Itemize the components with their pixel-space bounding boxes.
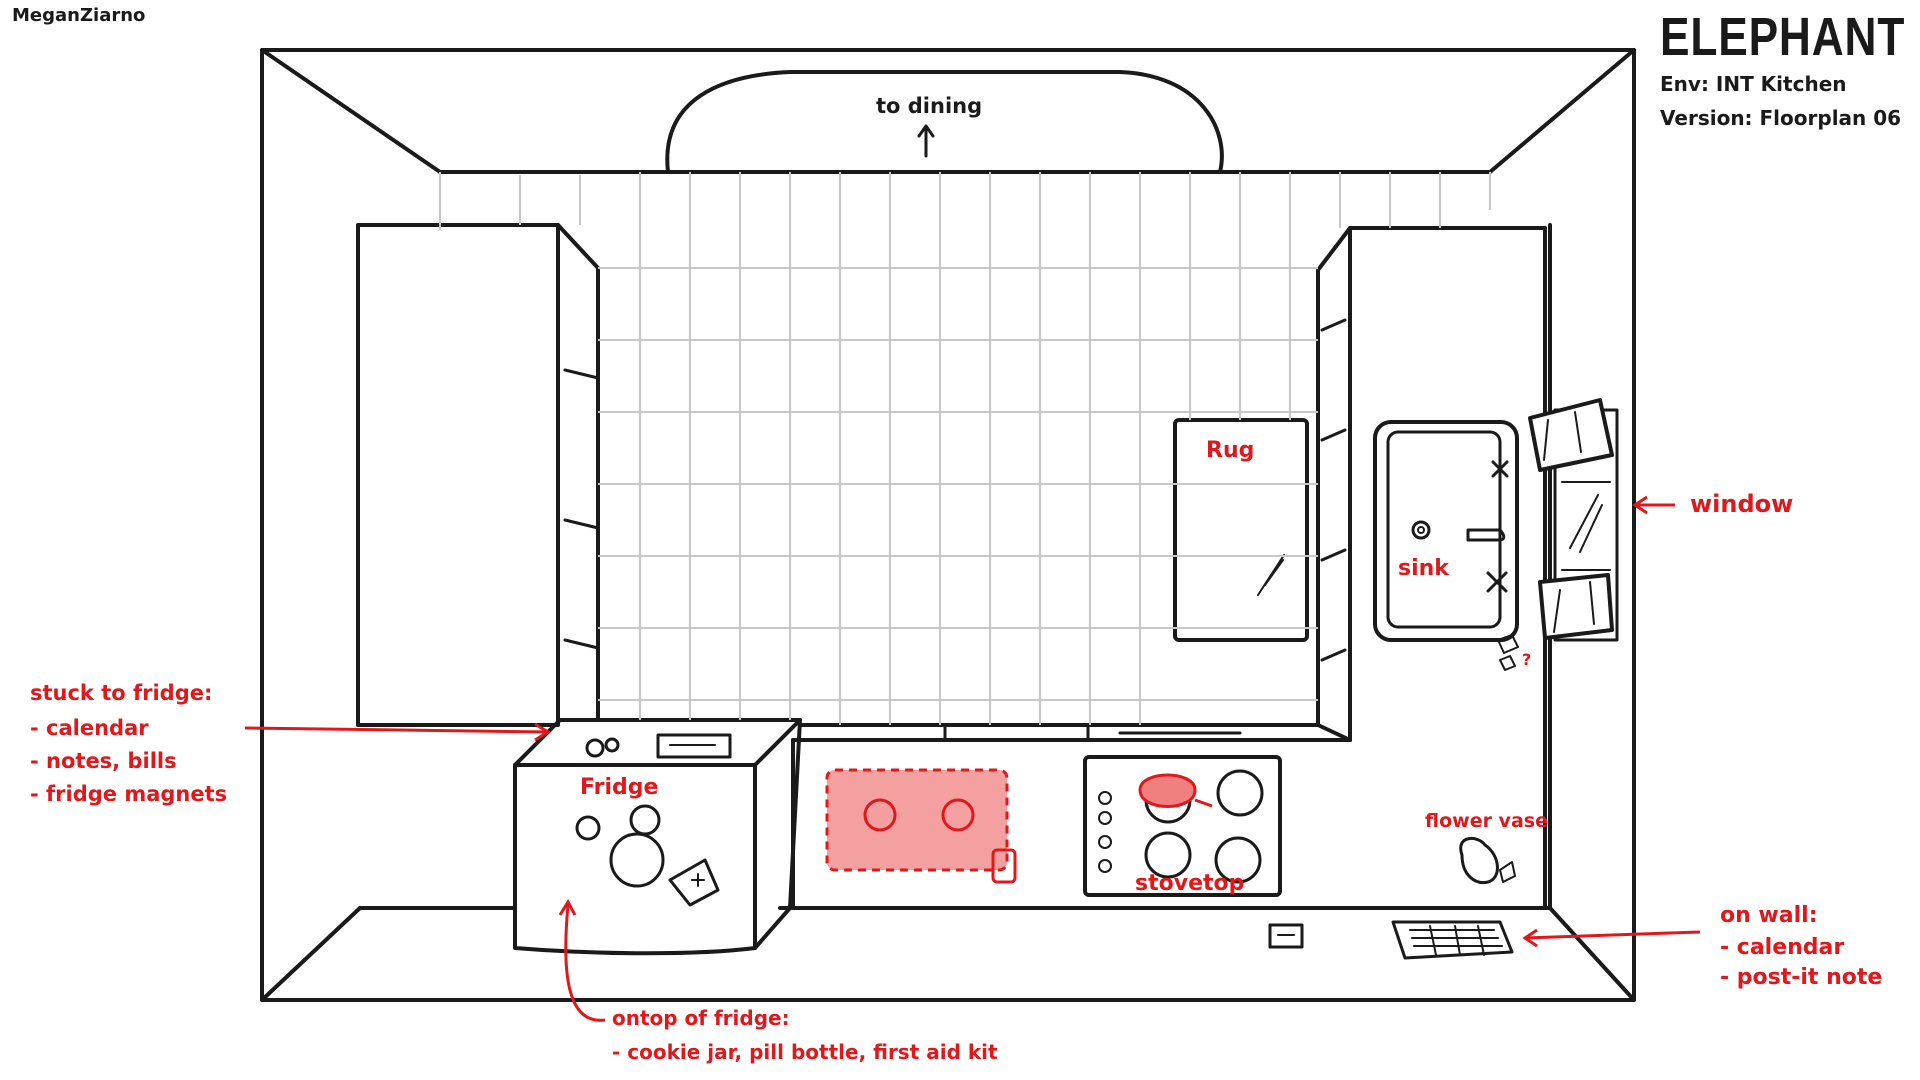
wall-calendar <box>1391 920 1514 960</box>
project-title: ELEPHANT <box>1660 7 1906 67</box>
stovetop-pot <box>1138 773 1197 808</box>
version-label: Version: Floorplan 06 <box>1660 106 1902 130</box>
window <box>1528 398 1619 642</box>
red-annotations <box>244 495 1701 1022</box>
arrow-on-wall <box>1522 928 1701 948</box>
rug-label: Rug <box>1206 438 1255 463</box>
room-outer-frame <box>260 48 1636 1002</box>
back-wall <box>260 48 1636 1002</box>
ontop-of-fridge-title: ontop of fridge: <box>612 1006 790 1030</box>
arrow-stuck-to-fridge <box>244 722 551 742</box>
fridge-label: Fridge <box>580 775 659 800</box>
floor-grid <box>439 172 1491 725</box>
flower-vase <box>1459 836 1516 885</box>
stuck-to-fridge-item: - calendar <box>30 716 149 740</box>
sink-unit <box>1373 420 1519 671</box>
left-tall-cabinet <box>356 223 600 727</box>
on-wall-note: on wall: - calendar - post-it note <box>1720 905 1882 989</box>
fridge <box>513 718 802 956</box>
author-signature: MeganZiarno <box>12 5 146 26</box>
door-label: to dining <box>876 94 983 118</box>
sink-label: sink <box>1398 556 1449 581</box>
question-mark: ? <box>1522 650 1532 669</box>
stuck-to-fridge-item: - fridge magnets <box>30 782 228 806</box>
door-arrow <box>917 124 935 158</box>
stuck-to-fridge-title: stuck to fridge: <box>30 681 213 705</box>
on-wall-item: - calendar <box>1720 935 1845 960</box>
doorway-arch <box>665 70 1224 174</box>
stuck-to-fridge-note: stuck to fridge: - calendar - notes, bil… <box>30 683 227 805</box>
ontop-of-fridge-item: - cookie jar, pill bottle, first aid kit <box>612 1040 998 1064</box>
env-label: Env: INT Kitchen <box>1660 72 1847 96</box>
stuck-to-fridge-item: - notes, bills <box>30 749 177 773</box>
on-wall-item: - post-it note <box>1720 965 1883 990</box>
on-wall-title: on wall: <box>1720 903 1818 928</box>
stovetop-label: stovetop <box>1135 871 1245 896</box>
ontop-of-fridge-note: ontop of fridge: - cookie jar, pill bott… <box>612 1008 998 1062</box>
arrow-window <box>1632 495 1675 515</box>
window-note: window <box>1690 490 1794 518</box>
counter-highlight <box>825 768 1009 872</box>
wall-post-it <box>1268 923 1304 949</box>
flower-vase-label: flower vase <box>1425 810 1548 832</box>
arrow-ontop-fridge <box>558 898 606 1022</box>
